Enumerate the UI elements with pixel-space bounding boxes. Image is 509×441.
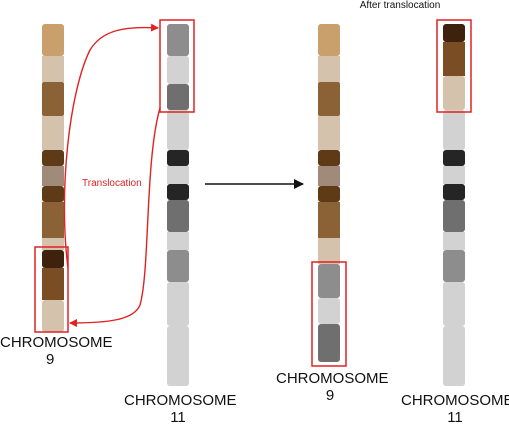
band bbox=[42, 250, 64, 268]
label-line1: CHROMOSOME bbox=[401, 392, 509, 409]
translocation-arrow-up bbox=[63, 23, 159, 269]
band bbox=[42, 24, 64, 56]
label-line1: CHROMOSOME bbox=[276, 370, 389, 387]
band bbox=[42, 268, 64, 300]
band bbox=[443, 150, 465, 166]
chr11-after-received-segment-highlight bbox=[436, 19, 472, 113]
band bbox=[167, 24, 189, 56]
chromosome-11-before bbox=[167, 24, 189, 386]
label-line2: 9 bbox=[46, 351, 55, 368]
chr9-after-received-segment-highlight bbox=[311, 261, 347, 367]
label-line2: 11 bbox=[170, 409, 186, 426]
chromosome-11-after bbox=[443, 24, 465, 386]
band bbox=[42, 186, 64, 202]
band bbox=[167, 326, 189, 386]
band bbox=[42, 202, 64, 238]
band bbox=[167, 184, 189, 200]
band bbox=[318, 82, 340, 116]
band bbox=[42, 166, 64, 186]
band bbox=[42, 56, 64, 82]
label-line2: 9 bbox=[325, 387, 335, 404]
band bbox=[443, 250, 465, 282]
chromosome-9-after bbox=[318, 24, 340, 362]
band bbox=[318, 116, 340, 150]
band bbox=[167, 56, 189, 84]
band bbox=[42, 300, 64, 332]
band bbox=[167, 232, 189, 250]
translocation-label: Translocation bbox=[82, 178, 142, 189]
chromosome-9-before bbox=[42, 24, 64, 332]
band bbox=[318, 24, 340, 56]
band bbox=[167, 110, 189, 150]
band bbox=[443, 166, 465, 184]
band bbox=[167, 166, 189, 184]
band bbox=[42, 82, 64, 116]
band bbox=[318, 166, 340, 186]
band bbox=[443, 76, 465, 110]
band bbox=[318, 324, 340, 362]
band bbox=[443, 24, 465, 42]
band bbox=[167, 150, 189, 166]
translocation-arrow-down bbox=[69, 107, 161, 327]
label-line2: 11 bbox=[447, 409, 463, 426]
band bbox=[318, 186, 340, 202]
label-line1: CHROMOSOME bbox=[124, 392, 237, 409]
band bbox=[318, 298, 340, 324]
band bbox=[318, 56, 340, 82]
band bbox=[42, 150, 64, 166]
band bbox=[318, 150, 340, 166]
band bbox=[443, 326, 465, 386]
band bbox=[167, 200, 189, 232]
label-chromosome-9-after: CHROMOSOME 9 bbox=[276, 370, 389, 404]
band bbox=[167, 282, 189, 326]
chr11-translocated-segment-highlight bbox=[159, 19, 195, 113]
band bbox=[443, 282, 465, 326]
label-chromosome-11-before: CHROMOSOME 11 bbox=[124, 392, 237, 426]
band bbox=[443, 200, 465, 232]
band bbox=[42, 238, 64, 250]
label-chromosome-9-before: CHROMOSOME 9 bbox=[0, 334, 113, 368]
band bbox=[167, 250, 189, 282]
label-chromosome-11-after: CHROMOSOME 11 bbox=[401, 392, 509, 426]
band bbox=[42, 116, 64, 150]
after-translocation-title: After translocation bbox=[359, 0, 441, 11]
band bbox=[443, 184, 465, 200]
label-line1: CHROMOSOME bbox=[0, 334, 113, 351]
band bbox=[318, 238, 340, 264]
band bbox=[318, 202, 340, 238]
chr9-translocated-segment-highlight bbox=[34, 246, 69, 333]
band bbox=[443, 110, 465, 150]
band bbox=[318, 264, 340, 298]
band bbox=[443, 232, 465, 250]
band bbox=[443, 42, 465, 76]
band bbox=[167, 84, 189, 110]
